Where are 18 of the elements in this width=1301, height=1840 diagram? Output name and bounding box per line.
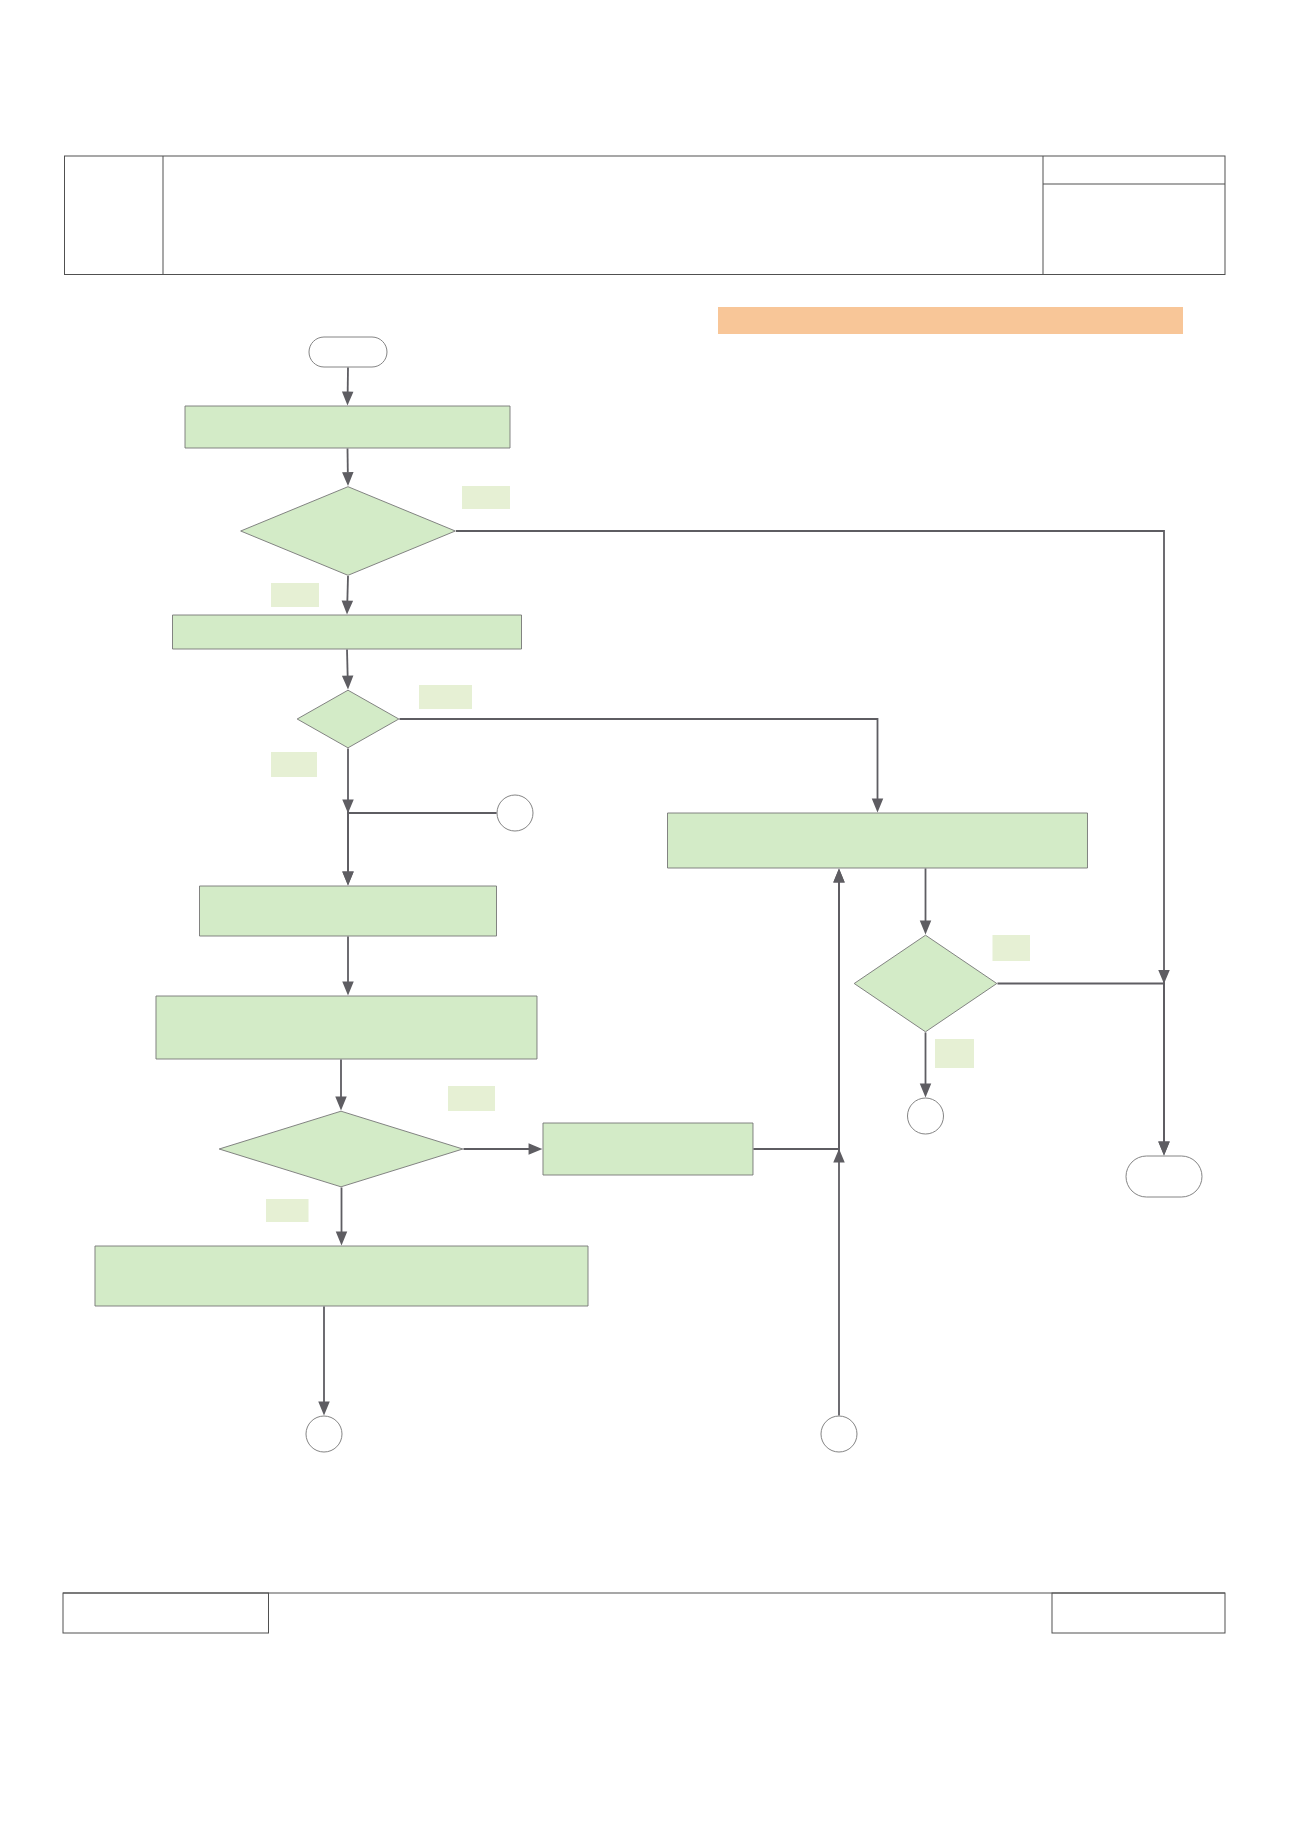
connector-circle bbox=[305, 1415, 343, 1453]
process-box bbox=[155, 995, 538, 1060]
terminator bbox=[308, 336, 388, 368]
decision-diamond bbox=[853, 934, 998, 1033]
decision-diamond bbox=[218, 1110, 464, 1188]
decision-diamond bbox=[296, 689, 400, 749]
decision-diamond bbox=[240, 486, 456, 576]
connector-circle bbox=[820, 1415, 858, 1453]
terminator bbox=[1125, 1155, 1203, 1198]
process-box bbox=[542, 1122, 754, 1176]
process-box bbox=[199, 885, 497, 937]
connector-circle bbox=[496, 794, 534, 832]
process-box bbox=[94, 1245, 589, 1307]
connector-circle bbox=[907, 1097, 944, 1135]
process-box bbox=[172, 614, 522, 650]
banner-bar bbox=[718, 307, 1183, 334]
process-box bbox=[184, 405, 511, 449]
process-box bbox=[667, 812, 1088, 869]
